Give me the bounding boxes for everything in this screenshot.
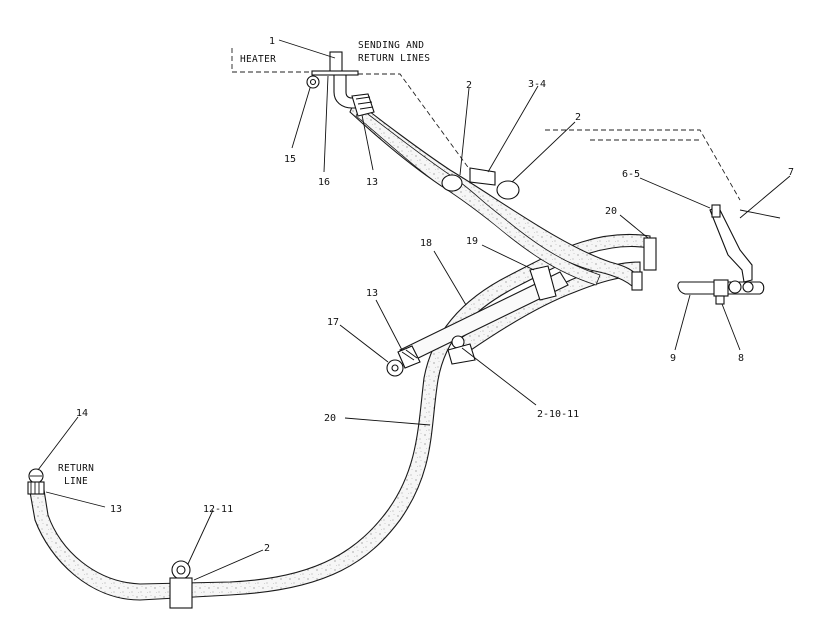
callout-15: 15 xyxy=(284,154,296,165)
bracket-2-upper-right xyxy=(496,180,520,200)
heater-note: HEATER xyxy=(240,54,276,65)
sending-lines-note-2: RETURN LINES xyxy=(358,53,430,64)
callout-13-middle: 13 xyxy=(366,288,378,299)
return-line-note-1: RETURN xyxy=(58,463,94,474)
callout-2-upper-left: 2 xyxy=(466,80,472,91)
hose-end-right xyxy=(631,271,643,291)
clamp-20-upper xyxy=(643,237,657,271)
clamp-13-upper xyxy=(351,93,375,117)
return-line-fitting xyxy=(27,468,45,495)
callout-13-lower: 13 xyxy=(110,504,122,515)
return-line-note-2: LINE xyxy=(64,476,88,487)
callout-8: 8 xyxy=(738,353,744,364)
callout-14: 14 xyxy=(76,408,88,419)
callout-3-4: 3-4 xyxy=(528,79,546,90)
heater-outline xyxy=(231,48,741,201)
callout-13-upper: 13 xyxy=(366,177,378,188)
callout-20-lower: 20 xyxy=(324,413,336,424)
callout-17: 17 xyxy=(327,317,339,328)
callout-9: 9 xyxy=(670,353,676,364)
callout-16: 16 xyxy=(318,177,330,188)
upper-hoses xyxy=(349,99,641,287)
leader-lines xyxy=(37,39,791,581)
callout-1: 1 xyxy=(269,36,275,47)
clamp-12-11 xyxy=(169,560,193,609)
callout-18: 18 xyxy=(420,238,432,249)
callout-12-11: 12-11 xyxy=(203,504,233,515)
sending-lines-note-1: SENDING AND xyxy=(358,40,424,51)
callout-6-5: 6-5 xyxy=(622,169,640,180)
fitting-15 xyxy=(306,75,320,89)
callout-19: 19 xyxy=(466,236,478,247)
clamp-19 xyxy=(529,265,557,301)
fitting-17 xyxy=(386,345,421,377)
clamp-2-10-11 xyxy=(447,335,476,365)
bracket-2-upper-left xyxy=(441,167,496,192)
bracket-assembly-right xyxy=(677,204,781,305)
callout-2-10-11: 2-10-11 xyxy=(537,409,579,420)
callout-20-upper: 20 xyxy=(605,206,617,217)
callout-7: 7 xyxy=(788,167,794,178)
callout-2-upper-right: 2 xyxy=(575,112,581,123)
callout-2-lower: 2 xyxy=(264,543,270,554)
